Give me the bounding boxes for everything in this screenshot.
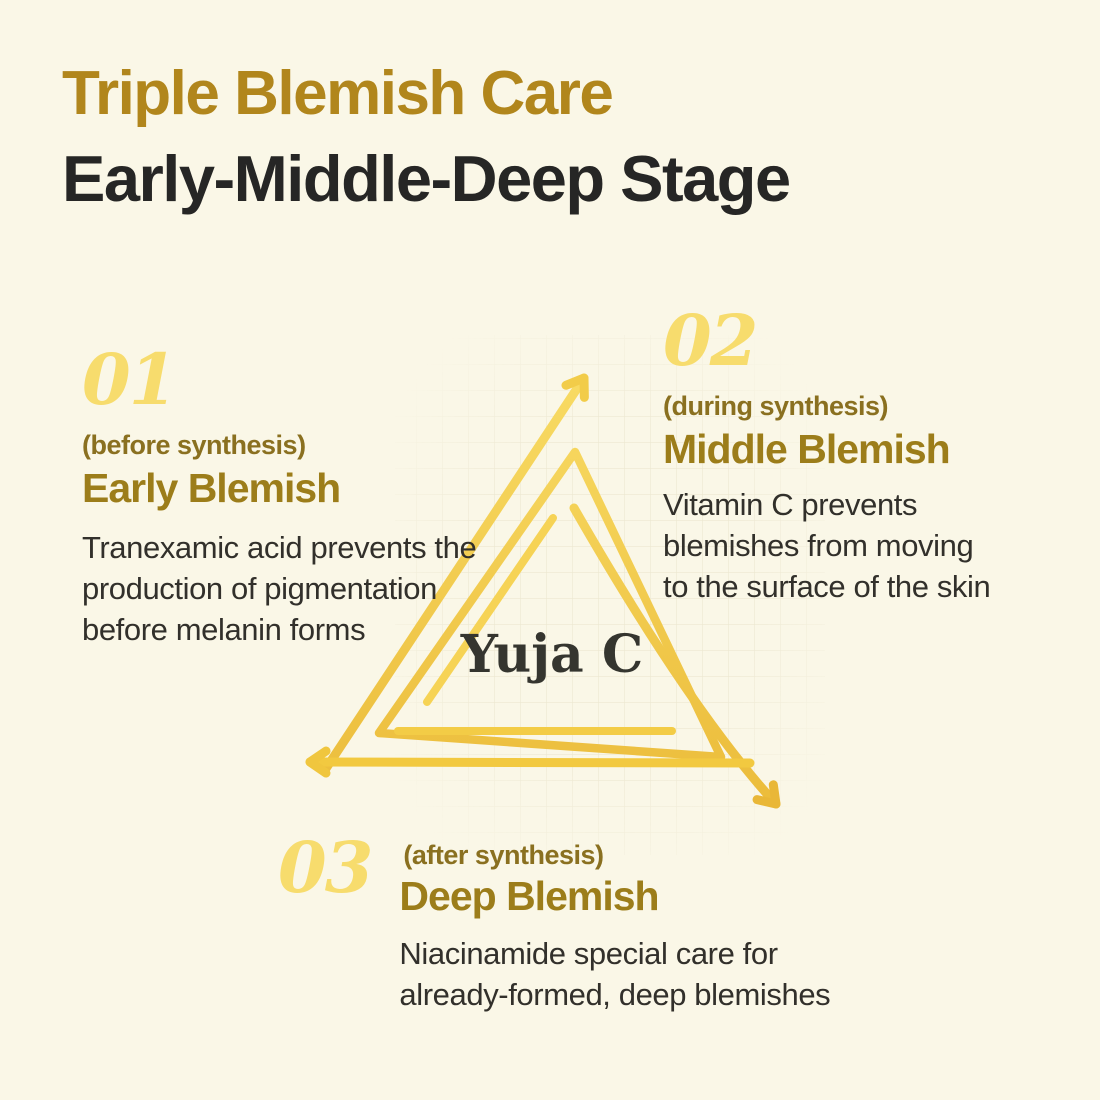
page-title-accent: Triple Blemish Care <box>62 59 614 128</box>
description-line: production of pigmentation <box>82 571 437 606</box>
description-line: already-formed, deep blemishes <box>399 977 831 1012</box>
triangle-outline <box>374 447 726 762</box>
page-subtitle: Early-Middle-Deep Stage <box>62 142 791 215</box>
cycle-down-right-arrow <box>569 503 781 809</box>
description-line: before melanin forms <box>82 612 366 647</box>
stage-deep-blemish: 03 (after synthesis) Deep Blemish Niacin… <box>278 826 831 1015</box>
description-line: Tranexamic acid prevents the <box>82 530 477 565</box>
stage-middle-blemish: 02 (during synthesis) Middle Blemish Vit… <box>663 299 991 607</box>
stage-text-column-03: (after synthesis) Deep Blemish Niacinami… <box>399 833 830 1015</box>
stage-heading-02: Middle Blemish <box>663 426 951 472</box>
stage-phase-01: (before synthesis) <box>82 430 306 460</box>
stage-number-02: 02 <box>663 299 758 382</box>
description-line: Vitamin C prevents <box>663 487 918 522</box>
description-line: to the surface of the skin <box>663 569 991 604</box>
grid-paper-texture <box>395 335 825 855</box>
cycle-up-arrow <box>320 373 589 775</box>
stage-description-02: Vitamin C prevents blemishes from moving… <box>663 484 991 607</box>
description-line: blemishes from moving <box>663 528 974 563</box>
stage-heading-01: Early Blemish <box>82 465 341 511</box>
title-block: Triple Blemish Care Early-Middle-Deep St… <box>62 52 791 222</box>
description-line: Niacinamide special care for <box>399 936 778 971</box>
stage-phase-03: (after synthesis) <box>403 840 604 870</box>
stage-phase-02: (during synthesis) <box>663 391 889 421</box>
triangle-inner-stroke-left <box>423 514 557 706</box>
stage-description-03: Niacinamide special care for already-for… <box>399 933 830 1015</box>
stage-early-blemish: 01 (before synthesis) Early Blemish Tran… <box>82 338 477 650</box>
stage-number-03: 03 <box>278 826 373 909</box>
stage-description-01: Tranexamic acid prevents the production … <box>82 527 477 650</box>
stage-heading-03: Deep Blemish <box>399 873 659 919</box>
cycle-left-arrow <box>305 746 755 778</box>
stage-number-01: 01 <box>82 338 177 421</box>
center-ingredient-label: Yuja C <box>460 624 644 685</box>
